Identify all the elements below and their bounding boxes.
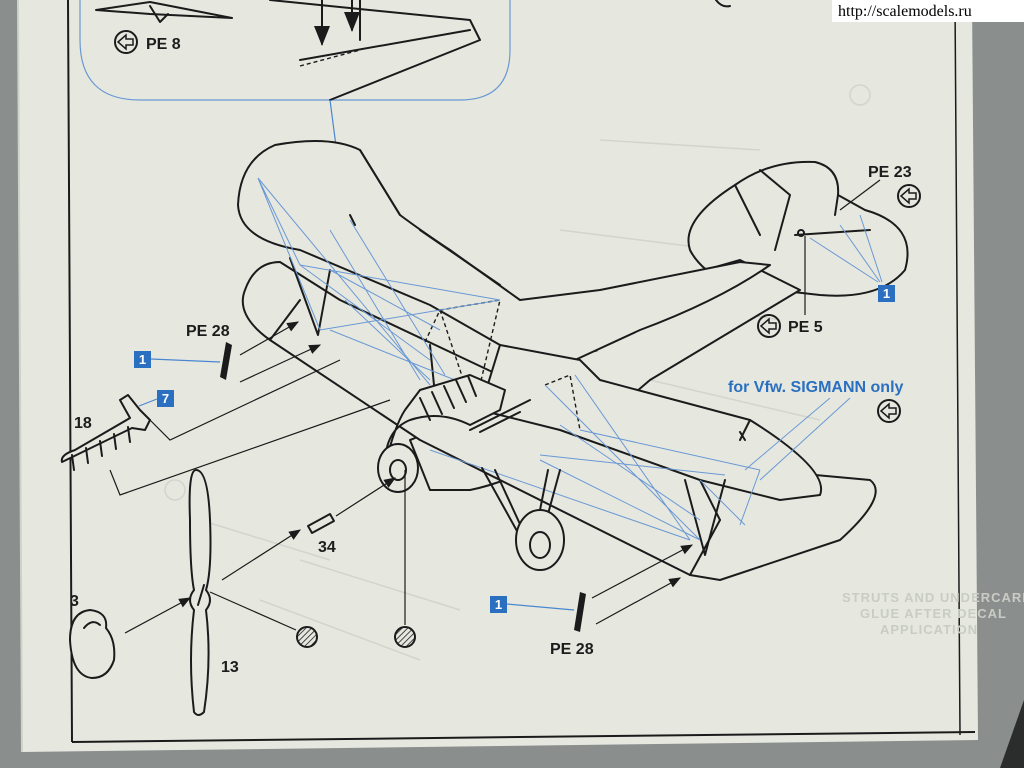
color-tag-left-text: 1 bbox=[139, 352, 146, 367]
label-part-34: 34 bbox=[318, 539, 336, 556]
pe28-bottom-part bbox=[574, 592, 586, 632]
frame-line-right bbox=[954, 0, 961, 736]
spinner-part bbox=[69, 609, 116, 679]
color-tag-exhaust bbox=[157, 390, 174, 407]
hatched-circle-icon bbox=[394, 626, 416, 648]
upper-wing bbox=[237, 140, 823, 521]
ghost-text-1: STRUTS AND UNDERCARRIAGE bbox=[842, 590, 1024, 605]
arrow-in-circle-icon bbox=[114, 30, 138, 54]
detail-inset bbox=[79, 0, 511, 216]
color-tag-tail-text: 1 bbox=[883, 286, 890, 301]
sigmann-note: for Vfw. SIGMANN only bbox=[728, 379, 904, 396]
ghost-text-3: APPLICATION bbox=[880, 622, 978, 637]
color-tag-bottom-text: 1 bbox=[495, 597, 502, 612]
color-tag-tail bbox=[878, 285, 895, 302]
color-tag-left bbox=[134, 351, 151, 368]
arrow-in-circle-icon bbox=[757, 314, 781, 338]
frame-line-left bbox=[67, 0, 73, 743]
hatched-circle-icon bbox=[296, 626, 318, 648]
exhaust-part bbox=[60, 359, 391, 496]
label-pe23: PE 23 bbox=[868, 164, 912, 181]
arrow-in-circle-icon bbox=[877, 399, 901, 423]
arrow-in-circle-icon bbox=[897, 184, 921, 208]
label-pe5: PE 5 bbox=[788, 319, 823, 336]
propeller bbox=[188, 469, 212, 716]
color-tag-exhaust-text: 7 bbox=[162, 391, 169, 406]
label-pe28-left: PE 28 bbox=[186, 323, 230, 340]
rigging-wires bbox=[257, 177, 761, 541]
color-tag-bottom bbox=[490, 596, 507, 613]
label-part-3: 3 bbox=[70, 593, 79, 610]
bleed-through-ghost: STRUTS AND UNDERCARRIAGE GLUE AFTER DECA… bbox=[164, 84, 1024, 661]
undercarriage bbox=[481, 467, 565, 571]
shaft-part bbox=[307, 513, 335, 534]
label-part-13: 13 bbox=[221, 659, 239, 676]
ghost-text-2: GLUE AFTER DECAL bbox=[860, 606, 1007, 621]
watermark-text: http://scalemodels.ru bbox=[838, 3, 972, 20]
sheet-edge bbox=[17, 0, 23, 753]
pe28-left-part bbox=[220, 342, 232, 380]
label-part-18: 18 bbox=[74, 415, 92, 432]
frame-line-bottom bbox=[71, 731, 976, 743]
label-pe8: PE 8 bbox=[146, 36, 181, 53]
label-pe28-bottom: PE 28 bbox=[550, 641, 594, 658]
partial-icon-top bbox=[715, 0, 731, 8]
watermark-background bbox=[832, 0, 1024, 22]
